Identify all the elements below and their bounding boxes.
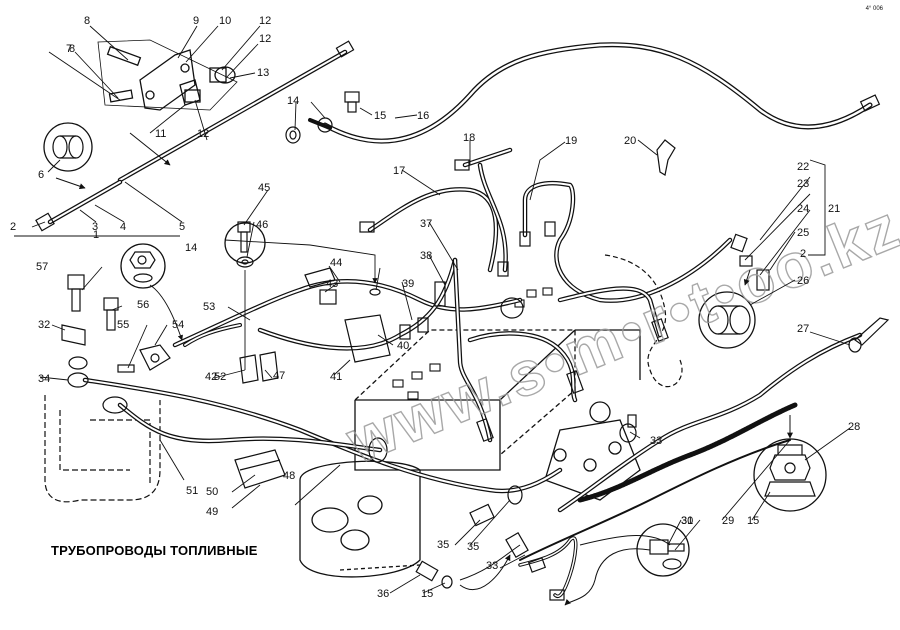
- dashed-return-line: [604, 254, 683, 388]
- watermark-text: www.s•m•r•t•oo.kz: [337, 192, 900, 477]
- callout-35: 35: [467, 541, 479, 553]
- callout-52: 52: [214, 371, 226, 383]
- callout-43: 43: [326, 278, 338, 290]
- detail-circles: [43, 122, 827, 577]
- callout-41: 41: [330, 371, 342, 383]
- callout-30: 30: [681, 515, 693, 527]
- callout-6: 6: [38, 169, 44, 181]
- callout-39: 39: [402, 278, 414, 290]
- callout-44: 44: [330, 257, 342, 269]
- arrow: [55, 177, 86, 190]
- callout-32: 32: [38, 319, 50, 331]
- callout-4: 4: [120, 221, 126, 233]
- callout-10: 10: [219, 15, 231, 27]
- callout-55: 55: [117, 319, 129, 331]
- callout-19: 19: [565, 135, 577, 147]
- callout-47: 47: [273, 370, 285, 382]
- callout-33: 33: [486, 560, 498, 572]
- callout-27: 27: [797, 323, 809, 335]
- callout-2: 2: [800, 248, 806, 260]
- callout-40: 40: [397, 340, 409, 352]
- callout-9: 9: [193, 15, 199, 27]
- callout-48: 48: [283, 470, 295, 482]
- callout-20: 20: [624, 135, 636, 147]
- callout-54: 54: [172, 319, 184, 331]
- callout-13: 13: [257, 67, 269, 79]
- callout-8: 8: [69, 43, 75, 55]
- callout-33: 33: [650, 435, 662, 447]
- callout-29: 29: [722, 515, 734, 527]
- callout-14: 14: [287, 95, 299, 107]
- arrow: [224, 239, 378, 284]
- arrow: [564, 548, 651, 606]
- diagram-title: ТРУБОПРОВОДЫ ТОПЛИВНЫЕ: [51, 543, 258, 558]
- callout-26: 26: [797, 275, 809, 287]
- bracket-frame: [97, 39, 238, 111]
- callout-49: 49: [206, 506, 218, 518]
- bracket-assembly: [106, 45, 236, 111]
- callout-58: 58: [0, 0, 12, 3]
- callout-12: 12: [197, 128, 209, 140]
- callout-5: 5: [179, 221, 185, 233]
- corner-mark: 4° 006: [866, 6, 884, 12]
- callout-31: 31: [681, 515, 693, 527]
- callout-14: 14: [185, 242, 197, 254]
- callout-35: 35: [437, 539, 449, 551]
- callout-17: 17: [393, 165, 405, 177]
- callout-42: 42: [205, 371, 217, 383]
- filter-housing: [44, 395, 161, 503]
- callout-22: 22: [797, 161, 809, 173]
- arrow: [149, 284, 183, 341]
- callout-57: 57: [36, 261, 48, 273]
- callout-56: 56: [137, 299, 149, 311]
- connector-line: [579, 535, 671, 546]
- callout-21: 21: [828, 203, 840, 215]
- callout-46: 46: [256, 219, 268, 231]
- callout-7: 7: [66, 43, 72, 55]
- fuel-pipes: [47, 42, 873, 598]
- callout-28: 28: [848, 421, 860, 433]
- callout-2: 2: [10, 221, 16, 233]
- callout-53: 53: [203, 301, 215, 313]
- callout-38: 38: [420, 250, 432, 262]
- callout-1: 1: [93, 229, 99, 241]
- callout-15: 15: [421, 588, 433, 600]
- callout-15: 15: [747, 515, 759, 527]
- callout-37: 37: [420, 218, 432, 230]
- callout-3: 3: [92, 221, 98, 233]
- callout-12: 12: [259, 33, 271, 45]
- callout-51: 51: [186, 485, 198, 497]
- connector-line: [459, 544, 521, 581]
- callout-23: 23: [797, 178, 809, 190]
- callout-24: 24: [797, 203, 809, 215]
- callout-8: 8: [84, 15, 90, 27]
- callout-12: 12: [259, 15, 271, 27]
- arrow: [743, 269, 751, 286]
- callout-50: 50: [206, 486, 218, 498]
- callout-34: 34: [38, 373, 50, 385]
- detail-parts: [52, 135, 816, 570]
- callout-18: 18: [463, 132, 475, 144]
- callout-15: 15: [374, 110, 386, 122]
- callout-11: 11: [155, 128, 166, 140]
- callout-45: 45: [258, 182, 270, 194]
- small-parts: [35, 40, 890, 601]
- callout-16: 16: [417, 110, 429, 122]
- arrow: [459, 554, 511, 591]
- arrow: [129, 132, 171, 166]
- callout-36: 36: [377, 588, 389, 600]
- callout-25: 25: [797, 227, 809, 239]
- engine-block: [299, 329, 641, 578]
- leader-lines: [14, 25, 851, 594]
